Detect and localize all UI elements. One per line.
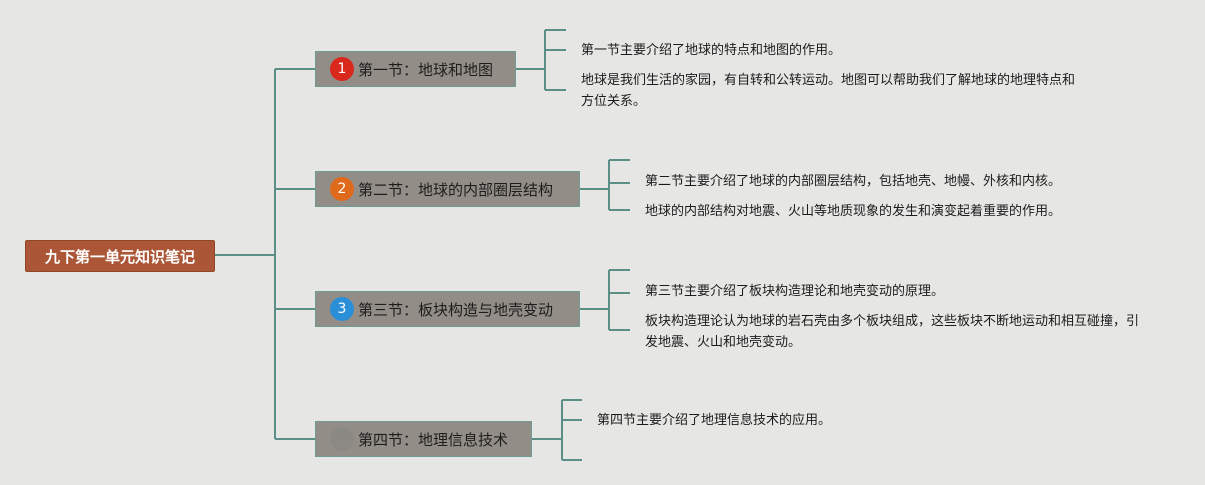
topic-section-4[interactable]: 4 第四节：地理信息技术	[315, 421, 532, 457]
topic-label: 第一节：地球和地图	[358, 60, 494, 79]
number-badge-2: 2	[330, 177, 354, 201]
topic-label: 第二节：地球的内部圈层结构	[358, 180, 554, 199]
note-1-2: 地球是我们生活的家园，有自转和公转运动。地图可以帮助我们了解地球的地理特点和方位…	[581, 73, 1076, 109]
topic-section-3[interactable]: 3 第三节：板块构造与地壳变动	[315, 291, 580, 327]
topic-section-2[interactable]: 2 第二节：地球的内部圈层结构	[315, 171, 580, 207]
note-1-1: 第一节主要介绍了地球的特点和地图的作用。	[581, 43, 842, 58]
number-badge-4: 4	[330, 427, 354, 451]
note-2-2: 地球的内部结构对地震、火山等地质现象的发生和演变起着重要的作用。	[645, 204, 1062, 219]
note-3-1: 第三节主要介绍了板块构造理论和地壳变动的原理。	[645, 284, 945, 299]
note-2-1: 第二节主要介绍了地球的内部圈层结构，包括地壳、地幔、外核和内核。	[645, 174, 1062, 189]
topic-label: 第四节：地理信息技术	[358, 430, 509, 449]
root-topic[interactable]: 九下第一单元知识笔记	[25, 240, 215, 272]
number-badge-3: 3	[330, 297, 354, 321]
topic-section-1[interactable]: 1 第一节：地球和地图	[315, 51, 516, 87]
note-4-1: 第四节主要介绍了地理信息技术的应用。	[597, 413, 832, 428]
topic-label: 第三节：板块构造与地壳变动	[358, 300, 554, 319]
note-3-2: 板块构造理论认为地球的岩石壳由多个板块组成，这些板块不断地运动和相互碰撞，引发地…	[645, 314, 1140, 350]
number-badge-1: 1	[330, 57, 354, 81]
